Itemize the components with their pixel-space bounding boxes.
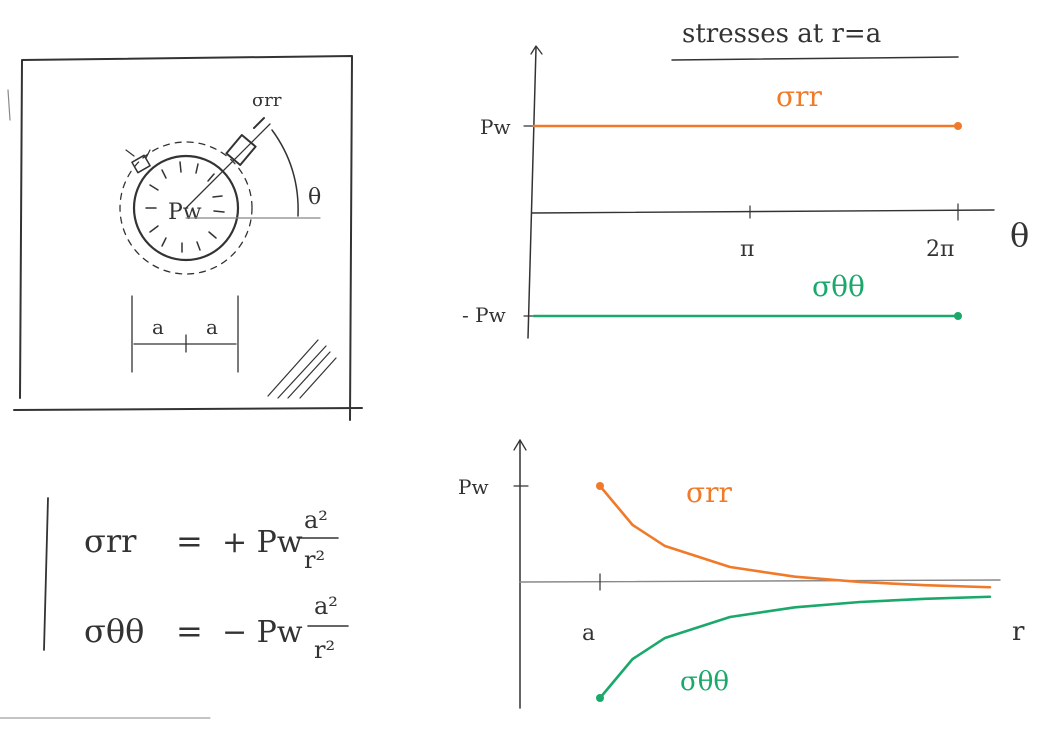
- top-x-tick-2pi: 2π: [926, 237, 954, 262]
- stress-arrow: [253, 117, 265, 129]
- dimension-lines: [131, 295, 239, 373]
- top-point-sigma-rr: [954, 122, 962, 130]
- eq1-denominator: r²: [304, 546, 325, 574]
- bottom-point-sigma-rr: [596, 482, 604, 490]
- bottom-x-tick-a: a: [582, 621, 595, 646]
- angle-arc: [271, 129, 299, 217]
- figure-title: stresses at r=a: [682, 19, 881, 49]
- radial-stress-label: σrr: [252, 90, 282, 111]
- top-x-axis-label: θ: [1010, 216, 1029, 254]
- equation-brace: [43, 497, 49, 651]
- top-point-sigma-tt: [954, 312, 962, 320]
- title-underline: [671, 56, 959, 61]
- edge-mark: [7, 89, 11, 121]
- eq2-coefficient: − Pw: [222, 615, 303, 650]
- angle-label: θ: [308, 185, 321, 210]
- dashed-circle: [119, 141, 253, 275]
- bottom-y-tick-pw: Pw: [458, 475, 489, 499]
- pressure-ticks: [145, 161, 225, 253]
- eq2-lhs: σθθ: [84, 612, 144, 650]
- top-y-tick-pw: Pw: [480, 115, 511, 139]
- radius-line: [185, 123, 271, 209]
- top-y-axis: [527, 47, 537, 339]
- bottom-series-group: [596, 482, 992, 702]
- top-series-group: [532, 122, 962, 320]
- bottom-line-sigma-tt: [598, 595, 992, 700]
- eq1-coefficient: + Pw: [222, 525, 303, 560]
- top-x-axis: [531, 209, 995, 214]
- plate-border: [13, 55, 363, 421]
- hatching-mark: [267, 339, 337, 399]
- left-element-arrows: [125, 149, 151, 159]
- left-element: [131, 154, 151, 174]
- top-x-tick-pi: π: [740, 237, 754, 262]
- eq2-equals: =: [176, 612, 203, 650]
- bottom-point-sigma-tt: [596, 694, 604, 702]
- bottom-x-axis: [519, 579, 1001, 583]
- bottom-y-axis-arrow: [513, 439, 527, 451]
- top-x-tick-marks: [749, 203, 959, 221]
- eq2-denominator: r²: [314, 636, 335, 664]
- dimension-right-label: a: [206, 315, 218, 339]
- eq2-numerator: a²: [314, 592, 338, 620]
- hole-circle: [132, 154, 240, 262]
- bottom-series-label-sigma-tt: σθθ: [680, 667, 729, 697]
- chart-stress-vs-theta: Pw - Pw π 2π θ σrr σθθ: [462, 45, 1029, 339]
- eq1-lhs: σrr: [84, 522, 137, 560]
- top-y-axis-arrow: [530, 45, 543, 55]
- top-series-label-sigma-tt: σθθ: [812, 270, 865, 303]
- plate-sketch: Pw σrr θ a a: [7, 55, 363, 421]
- bottom-x-axis-label: r: [1012, 617, 1025, 647]
- bottom-line-sigma-rr: [598, 484, 992, 589]
- chart-stress-vs-r: Pw a r σrr σθθ: [458, 439, 1025, 709]
- bottom-series-label-sigma-rr: σrr: [686, 476, 732, 509]
- top-y-tick-minus-pw: - Pw: [462, 303, 506, 327]
- equations: σrr = + Pw a² r² σθθ = − Pw a² r²: [43, 497, 349, 664]
- stress-element: [225, 134, 257, 166]
- dimension-left-label: a: [152, 315, 164, 339]
- eq1-numerator: a²: [304, 506, 328, 534]
- eq1-equals: =: [176, 522, 203, 560]
- pressure-label: Pw: [168, 200, 202, 225]
- top-series-label-sigma-rr: σrr: [776, 80, 822, 113]
